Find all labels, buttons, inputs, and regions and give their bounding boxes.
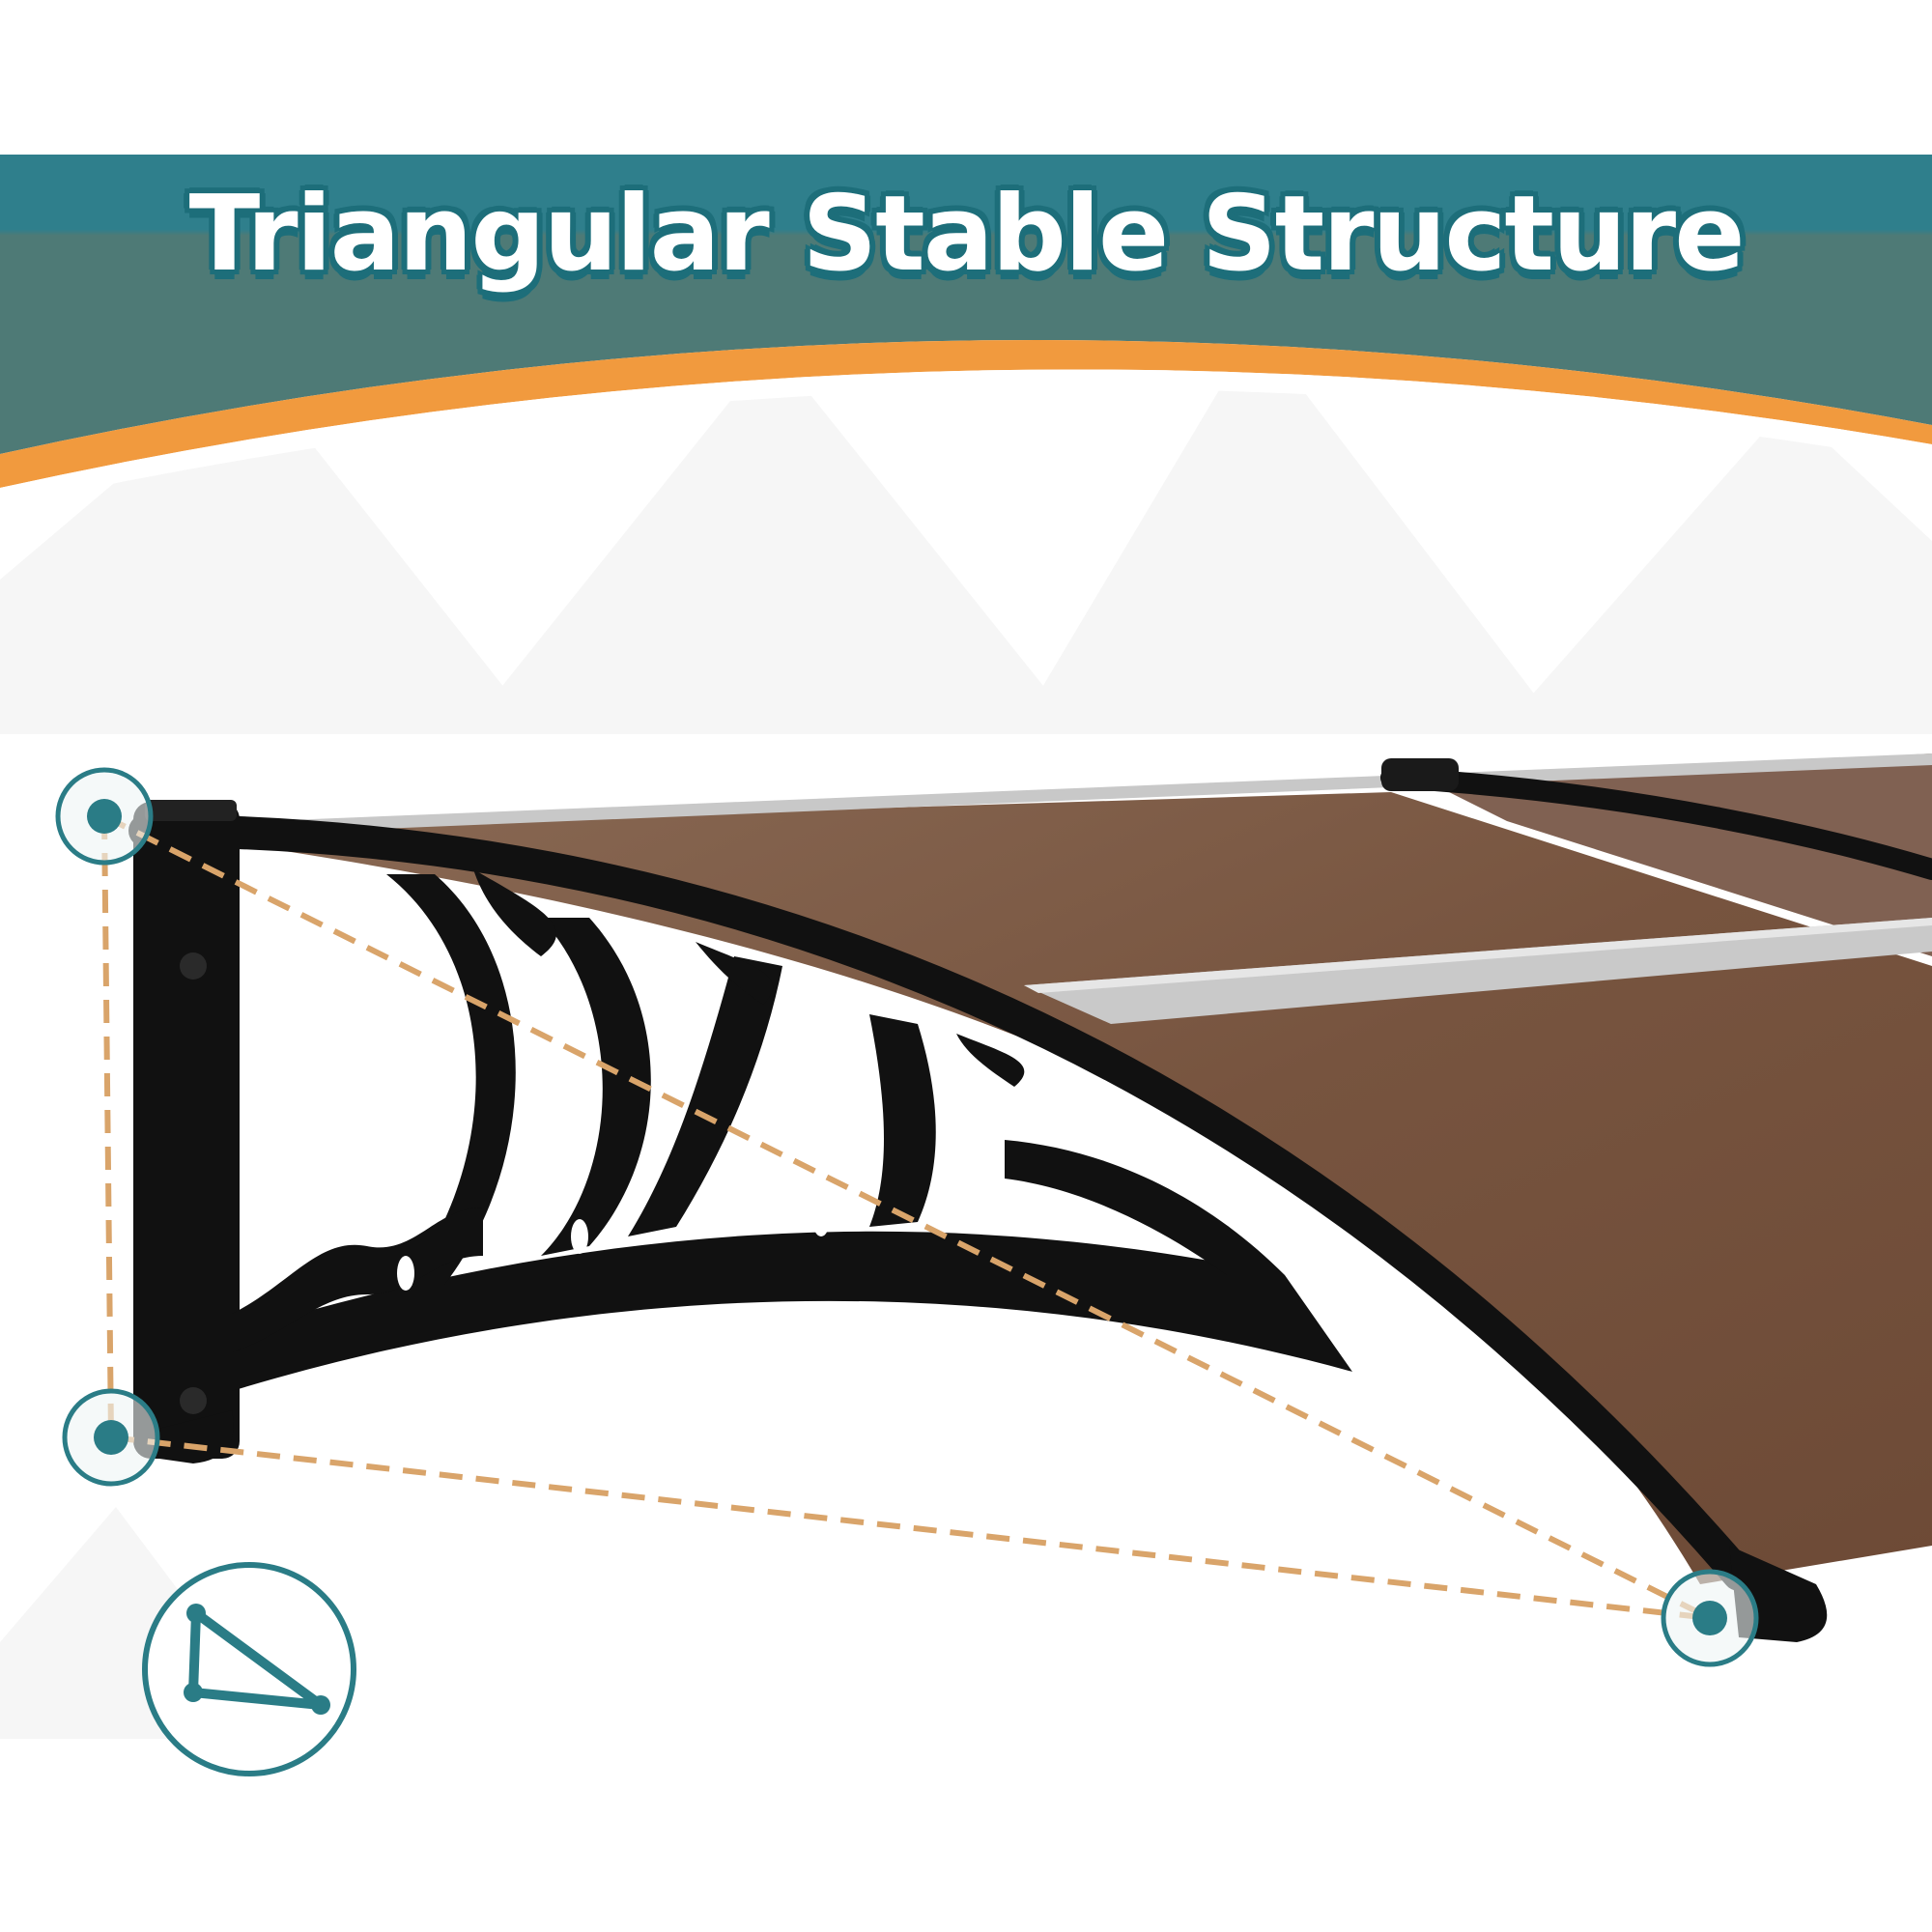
front-curved-rail [128,767,1932,1591]
anchor-marker-tip [1661,1569,1759,1667]
bracket-wall-plate [133,802,240,1459]
roof-panel-back [1430,753,1932,956]
triangle-icon [142,1562,356,1776]
page-title: Triangular Stable Structure [188,174,1746,295]
triangle-guide-lines [101,813,1712,1621]
anchor-marker-bottom [62,1388,160,1487]
awning-bracket [133,800,1352,1463]
teal-ring-dot-icon [94,1420,128,1455]
anchor-marker-top [55,767,154,866]
teal-ring-dot-icon [1692,1601,1727,1635]
roof-panel-front [145,792,1932,1584]
header-banner [0,155,1932,507]
roof-support-bar [1024,918,1932,1024]
teal-ring-dot-icon [87,799,122,834]
banner-orange-swoosh [0,339,1932,488]
rail-end-cap [1381,758,1459,791]
